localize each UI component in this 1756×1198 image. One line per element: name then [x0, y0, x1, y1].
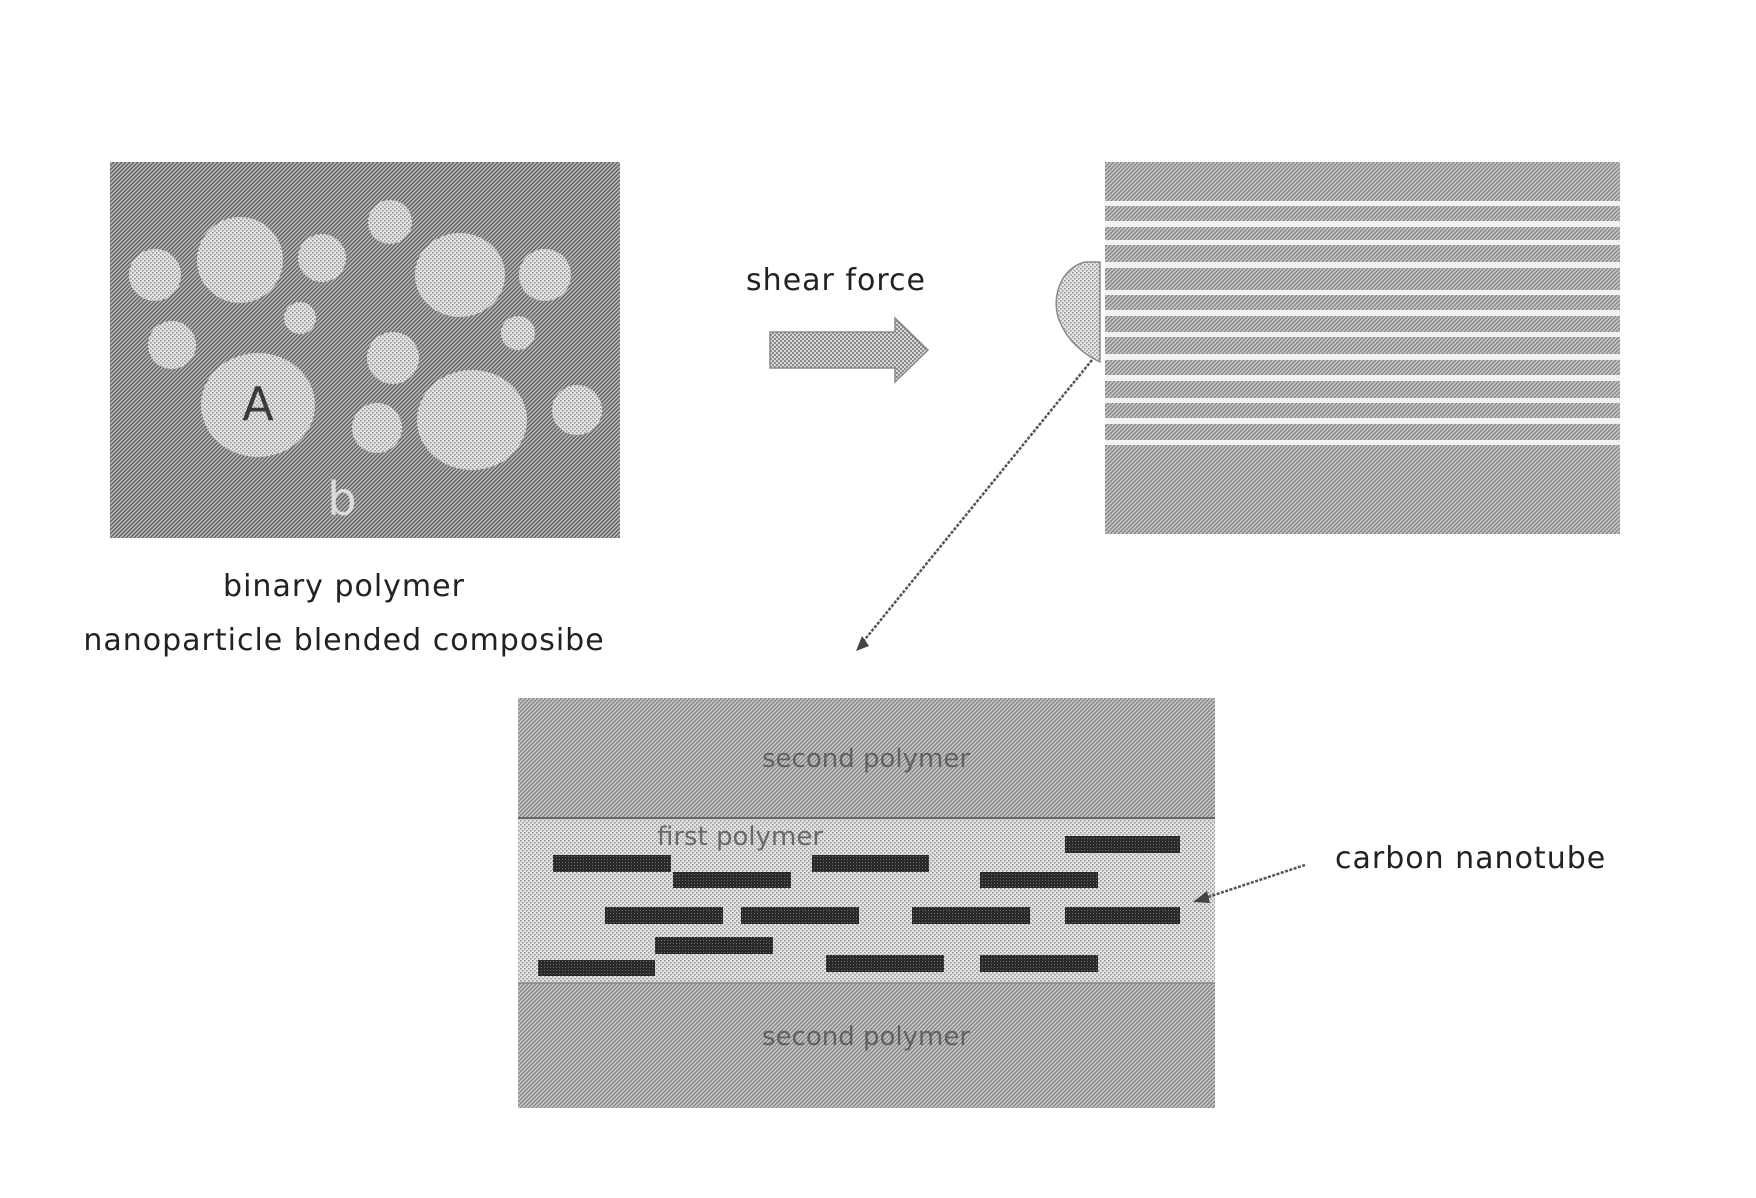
carbon-nanotube	[741, 907, 859, 924]
blend-panel: A b	[110, 162, 620, 538]
carbon-nanotube	[553, 855, 671, 872]
layered-panel: second polymer first polymer second poly…	[518, 698, 1215, 1108]
carbon-nanotube	[1065, 907, 1180, 924]
domain-circle	[415, 233, 505, 317]
lamella-light	[1105, 418, 1620, 424]
shear-force-label: shear force	[746, 263, 926, 298]
carbon-nanotube	[673, 872, 791, 888]
first-polymer-label: first polymer	[657, 822, 823, 852]
lamellar-panel	[1056, 162, 1620, 534]
blend-caption-line1: binary polymer	[223, 569, 465, 604]
lamella-light	[1105, 440, 1620, 445]
second-polymer-top-label: second polymer	[762, 744, 970, 774]
domain-circle	[129, 249, 181, 301]
lamella-light	[1105, 375, 1620, 381]
domain-circle	[352, 403, 402, 453]
domain-circle	[519, 249, 571, 301]
domain-circle	[501, 316, 535, 350]
domain-a-label: A	[242, 377, 274, 431]
lamella-light	[1105, 310, 1620, 316]
lamella-light	[1105, 262, 1620, 268]
carbon-nanotube-pointer	[1205, 865, 1305, 898]
carbon-nanotube	[912, 907, 1030, 924]
domain-circle	[368, 200, 412, 244]
domain-circle	[284, 302, 316, 334]
shear-force-arrow	[770, 318, 928, 382]
magnify-circle	[1056, 262, 1100, 362]
domain-circle	[552, 385, 602, 435]
carbon-nanotube	[1065, 836, 1180, 853]
lamella-light	[1105, 354, 1620, 360]
carbon-nanotube	[538, 960, 655, 976]
domain-circle	[197, 217, 283, 303]
domain-circle	[417, 370, 527, 470]
carbon-nanotube	[812, 855, 929, 872]
lamella-light	[1105, 290, 1620, 295]
domain-circle	[367, 332, 419, 384]
domain-circle	[298, 234, 346, 282]
carbon-nanotube	[605, 907, 723, 924]
lamella-light	[1105, 221, 1620, 227]
carbon-nanotube	[980, 872, 1098, 888]
carbon-nanotube	[655, 937, 773, 954]
lamella-light	[1105, 398, 1620, 403]
lamellar-background	[1105, 162, 1620, 534]
carbon-nanotube	[826, 955, 944, 972]
lamella-light	[1105, 201, 1620, 206]
domain-circle	[148, 321, 196, 369]
blend-caption-line2: nanoparticle blended composibe	[83, 623, 604, 658]
second-polymer-bottom-label: second polymer	[762, 1022, 970, 1052]
carbon-nanotube	[980, 955, 1098, 972]
lamella-light	[1105, 240, 1620, 245]
zoom-connector-line	[862, 360, 1092, 643]
carbon-nanotube-label: carbon nanotube	[1335, 841, 1606, 876]
domain-b-label: b	[327, 472, 356, 526]
lamella-light	[1105, 332, 1620, 337]
